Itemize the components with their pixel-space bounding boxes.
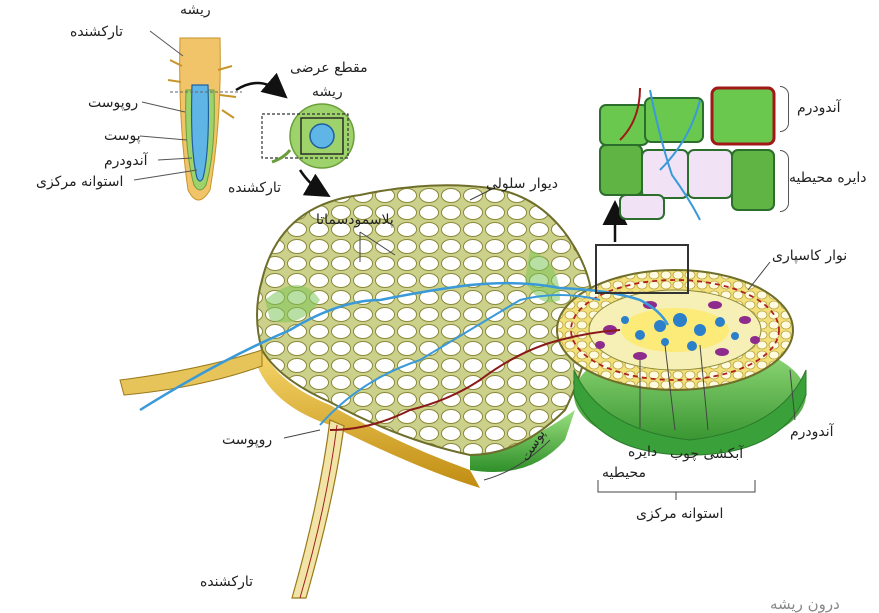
label-plasmodesmata: پلاسمودسماتا: [316, 212, 394, 228]
label-stele-top: استوانه مرکزی: [36, 174, 123, 190]
footer-partial-text: درون ریشه: [770, 596, 840, 612]
label-root-hair-bottom: تارکشنده: [200, 574, 253, 590]
small-cross-section: [262, 104, 354, 192]
label-casparian-strip: نوار کاسپاری: [772, 248, 847, 264]
endodermis-bracket: [780, 86, 789, 132]
label-pericycle-main-1: دایره: [628, 444, 657, 460]
label-endodermis-inset: آندودرم: [797, 100, 841, 116]
label-root: ریشه: [180, 2, 211, 18]
label-phloem-xylem: آبکشی چوب: [670, 446, 743, 462]
label-pericycle-inset: دایره محیطیه: [789, 170, 867, 186]
label-epidermis-top: روپوست: [88, 95, 138, 111]
label-pericycle-main-2: محیطیه: [602, 465, 646, 481]
zoomed-inset: [600, 88, 774, 220]
pericycle-bracket: [780, 150, 789, 212]
label-cortex-top: پوست: [104, 128, 141, 144]
label-endodermis-top: آندودرم: [104, 153, 148, 169]
label-root-hair-mid: تارکشنده: [228, 180, 281, 196]
label-cell-wall: دیوار سلولی: [486, 176, 558, 192]
label-cross-section: مقطع عرضی: [290, 60, 368, 76]
small-root-illustration: [134, 31, 280, 200]
label-epidermis-main: روپوست: [222, 432, 272, 448]
label-stele-main: استوانه مرکزی: [636, 506, 723, 522]
label-endodermis-main: آندودرم: [790, 424, 834, 440]
label-cross-section-root: ریشه: [312, 84, 343, 100]
label-root-hair-top: تارکشنده: [70, 24, 123, 40]
